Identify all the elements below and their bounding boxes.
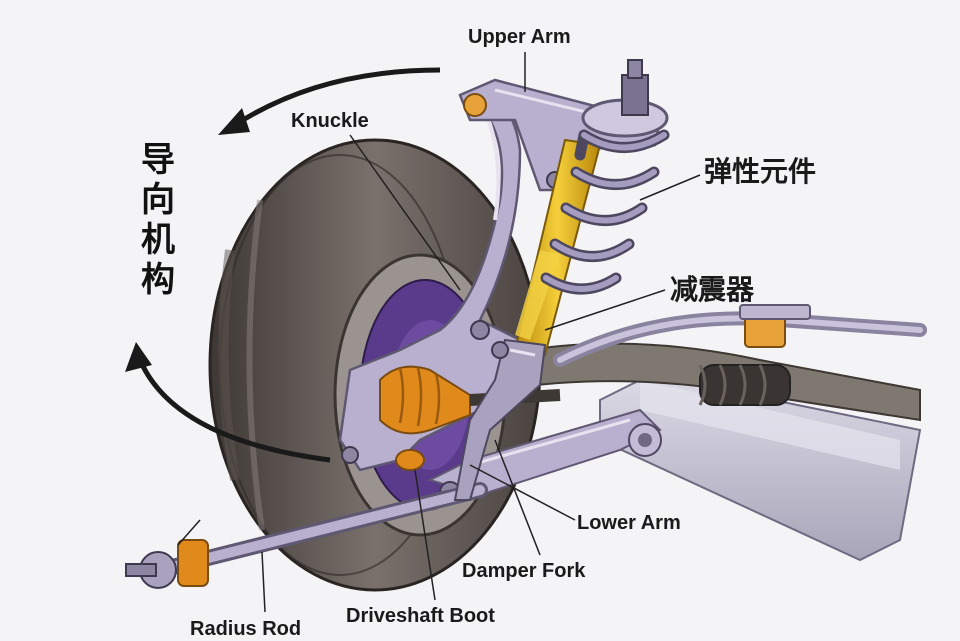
label-elastic-element: 弹性元件 bbox=[704, 155, 817, 188]
label-driveshaft-boot: Driveshaft Boot bbox=[346, 605, 495, 627]
guide-char-2: 向 bbox=[141, 180, 175, 220]
label-guide-mechanism: 导 向 机 构 bbox=[138, 140, 178, 300]
label-shock-absorber: 减震器 bbox=[670, 273, 755, 306]
damper-fork-part bbox=[453, 338, 547, 501]
label-radius-rod: Radius Rod bbox=[190, 618, 302, 640]
guide-char-3: 机 bbox=[141, 220, 175, 260]
label-knuckle: Knuckle bbox=[291, 110, 369, 132]
curved-arrows bbox=[125, 67, 441, 463]
label-lower-arm: Lower Arm bbox=[577, 512, 681, 534]
stabilizer-bar bbox=[553, 304, 927, 367]
guide-char-4: 构 bbox=[141, 260, 175, 300]
label-damper-fork: Damper Fork bbox=[462, 560, 586, 582]
leader-lines bbox=[177, 52, 701, 613]
guide-char-1: 导 bbox=[141, 140, 175, 180]
label-upper-arm: Upper Arm bbox=[468, 26, 571, 48]
radius-rod bbox=[125, 482, 488, 589]
coil-spring bbox=[540, 59, 670, 295]
